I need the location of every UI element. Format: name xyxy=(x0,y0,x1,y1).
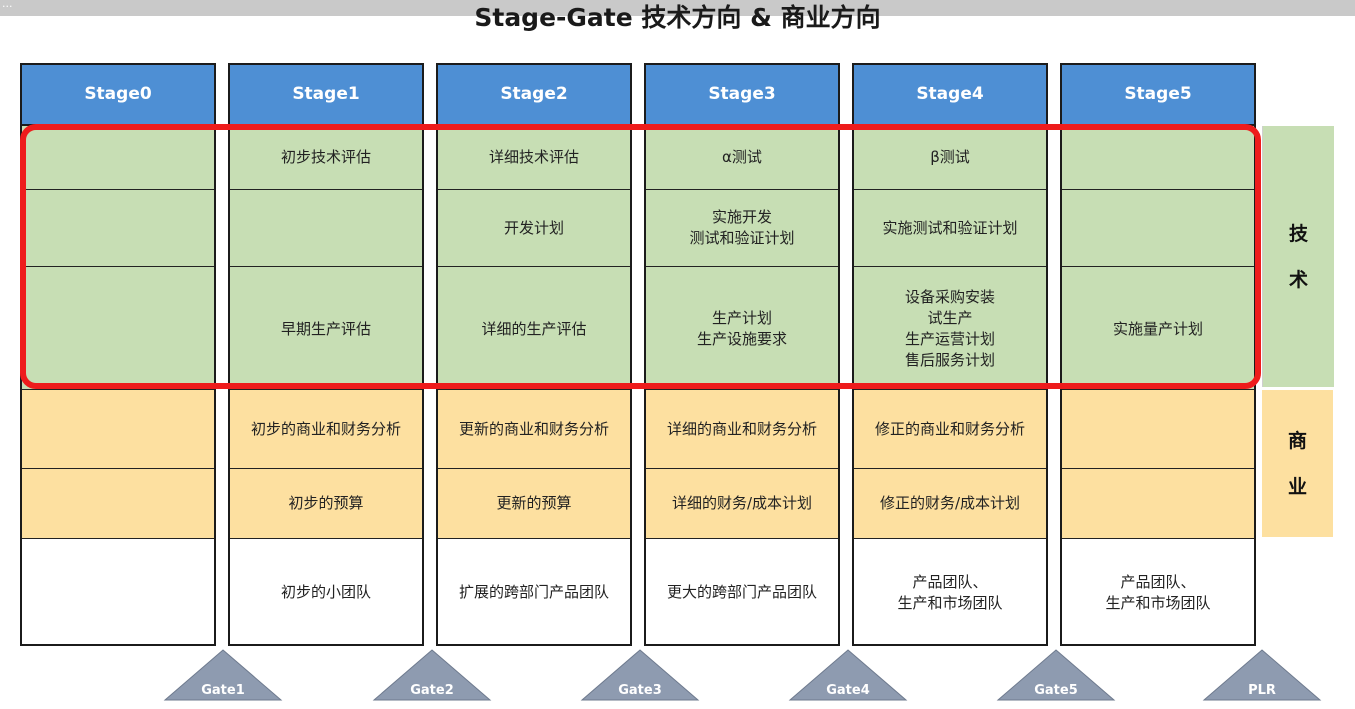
tech-cell: 开发计划 xyxy=(438,190,630,267)
gate-triangle xyxy=(163,649,283,701)
gate-marker-plr: PLR xyxy=(1202,648,1322,702)
tech-cell: 详细的生产评估 xyxy=(438,267,630,390)
team-cell: 更大的跨部门产品团队 xyxy=(646,539,838,644)
tech-cell: 实施测试和验证计划 xyxy=(854,190,1046,267)
biz-cell: 初步的预算 xyxy=(230,469,422,539)
biz-cell xyxy=(22,469,214,539)
biz-cell: 更新的商业和财务分析 xyxy=(438,390,630,469)
gate-marker-2: Gate2 xyxy=(372,648,492,702)
team-cell: 产品团队、 生产和市场团队 xyxy=(1062,539,1254,644)
biz-cell: 更新的预算 xyxy=(438,469,630,539)
gate-marker-3: Gate3 xyxy=(580,648,700,702)
tech-cell xyxy=(1062,190,1254,267)
gate-label: PLR xyxy=(1248,683,1276,698)
team-cell: 产品团队、 生产和市场团队 xyxy=(854,539,1046,644)
gate-triangle xyxy=(788,649,908,701)
stage-header: Stage2 xyxy=(438,65,630,126)
tech-cell: 详细技术评估 xyxy=(438,126,630,190)
gate-triangle xyxy=(996,649,1116,701)
tech-cell: 初步技术评估 xyxy=(230,126,422,190)
gate-marker-5: Gate5 xyxy=(996,648,1116,702)
biz-cell xyxy=(22,390,214,469)
stage-column-0: Stage0 xyxy=(20,63,216,646)
side-label-biz-char: 业 xyxy=(1287,475,1307,498)
biz-cell: 修正的财务/成本计划 xyxy=(854,469,1046,539)
biz-cell: 初步的商业和财务分析 xyxy=(230,390,422,469)
tech-cell: α测试 xyxy=(646,126,838,190)
stage-header: Stage1 xyxy=(230,65,422,126)
biz-cell: 修正的商业和财务分析 xyxy=(854,390,1046,469)
side-label-tech-char: 技 xyxy=(1288,222,1308,245)
biz-cell xyxy=(1062,390,1254,469)
gate-marker-1: Gate1 xyxy=(163,648,283,702)
top-caption: ... xyxy=(2,0,13,10)
tech-cell: 设备采购安装 试生产 生产运营计划 售后服务计划 xyxy=(854,267,1046,390)
stage-column-1: Stage1 初步技术评估 早期生产评估 初步的商业和财务分析 初步的预算 初步… xyxy=(228,63,424,646)
diagram-title: Stage-Gate 技术方向 & 商业方向 xyxy=(474,3,881,32)
biz-cell: 详细的财务/成本计划 xyxy=(646,469,838,539)
top-bar: ... xyxy=(0,0,1355,16)
gate-triangle xyxy=(372,649,492,701)
biz-cell: 详细的商业和财务分析 xyxy=(646,390,838,469)
stage-column-3: Stage3 α测试 实施开发 测试和验证计划 生产计划 生产设施要求 详细的商… xyxy=(644,63,840,646)
tech-cell: 实施开发 测试和验证计划 xyxy=(646,190,838,267)
gate-triangle xyxy=(1202,649,1322,701)
gate-marker-4: Gate4 xyxy=(788,648,908,702)
tech-cell xyxy=(230,190,422,267)
gate-label: Gate5 xyxy=(1034,683,1078,698)
stage-header: Stage4 xyxy=(854,65,1046,126)
gate-label: Gate1 xyxy=(201,683,245,698)
side-label-biz-char: 商 xyxy=(1287,429,1307,452)
tech-cell xyxy=(22,190,214,267)
stage-header: Stage0 xyxy=(22,65,214,126)
tech-cell: 实施量产计划 xyxy=(1062,267,1254,390)
tech-cell xyxy=(1062,126,1254,190)
side-label-tech: 技 术 xyxy=(1262,126,1334,387)
tech-cell: β测试 xyxy=(854,126,1046,190)
stage-column-2: Stage2 详细技术评估 开发计划 详细的生产评估 更新的商业和财务分析 更新… xyxy=(436,63,632,646)
side-label-biz: 商 业 xyxy=(1262,390,1333,537)
tech-cell xyxy=(22,267,214,390)
tech-cell: 早期生产评估 xyxy=(230,267,422,390)
tech-cell: 生产计划 生产设施要求 xyxy=(646,267,838,390)
team-cell: 初步的小团队 xyxy=(230,539,422,644)
stage-header: Stage5 xyxy=(1062,65,1254,126)
gate-label: Gate3 xyxy=(618,683,662,698)
side-label-tech-char: 术 xyxy=(1288,268,1308,291)
gate-label: Gate2 xyxy=(410,683,454,698)
stage-column-5: Stage5 实施量产计划 产品团队、 生产和市场团队 xyxy=(1060,63,1256,646)
gate-label: Gate4 xyxy=(826,683,870,698)
gate-triangle xyxy=(580,649,700,701)
team-cell: 扩展的跨部门产品团队 xyxy=(438,539,630,644)
tech-cell xyxy=(22,126,214,190)
team-cell xyxy=(22,539,214,644)
stage-column-4: Stage4 β测试 实施测试和验证计划 设备采购安装 试生产 生产运营计划 售… xyxy=(852,63,1048,646)
stage-header: Stage3 xyxy=(646,65,838,126)
biz-cell xyxy=(1062,469,1254,539)
